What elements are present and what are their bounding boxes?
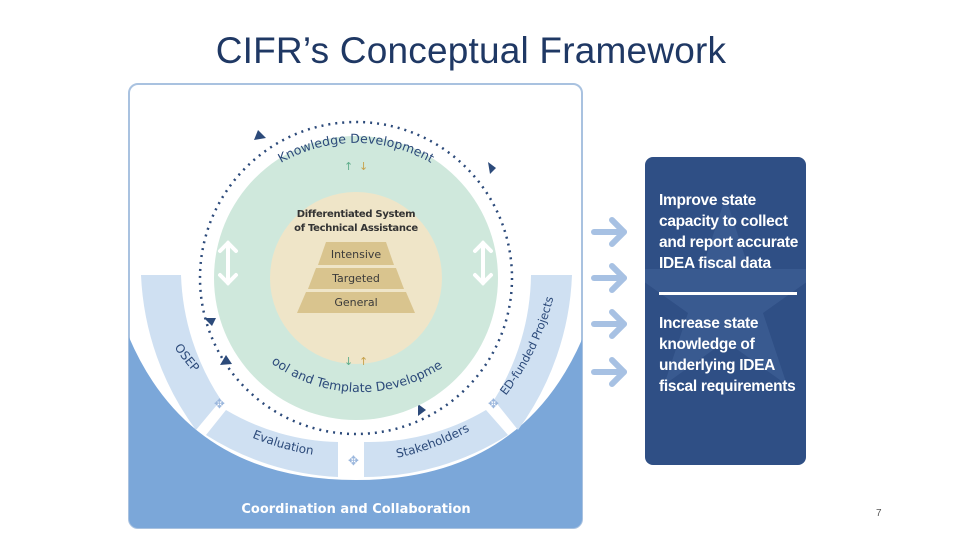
cycle-dotted-ring bbox=[198, 120, 514, 436]
band-segment-stakeholders bbox=[364, 410, 508, 477]
cycle-arrow-icon-4 bbox=[220, 355, 232, 365]
cycle-arrow-icon-2 bbox=[488, 162, 496, 174]
flow-arrow-icon-1 bbox=[591, 217, 627, 247]
tier-general-label: General bbox=[334, 296, 377, 309]
flow-arrow-icon-4 bbox=[591, 357, 627, 387]
tier-intensive bbox=[318, 242, 394, 265]
cycle-arrow-icon-1 bbox=[254, 130, 266, 140]
page-number: 7 bbox=[876, 508, 882, 519]
tier-targeted bbox=[308, 268, 404, 289]
goal-increase-knowledge: Increase state knowledge of underlying I… bbox=[659, 315, 796, 395]
goals-panel: Improve state capacity to collect and re… bbox=[645, 157, 806, 465]
center-title-line2: of Technical Assistance bbox=[294, 223, 418, 234]
flow-arrow-icon-3 bbox=[591, 309, 627, 339]
side-arrow-icon-right bbox=[473, 240, 493, 286]
band-segment-evaluation bbox=[206, 410, 338, 477]
connector-icon-right: ✥ bbox=[488, 397, 499, 412]
star-watermark-icon bbox=[645, 197, 806, 385]
center-title-line1: Differentiated System bbox=[297, 209, 416, 220]
flow-arrows bbox=[591, 217, 627, 387]
band-segment-ed-funded bbox=[494, 275, 572, 430]
cycle-arrow-icon-5 bbox=[418, 404, 426, 416]
connector-icon-bottom: ✥ bbox=[348, 454, 359, 469]
flow-arrow-icon-2 bbox=[591, 263, 627, 293]
connector-icon-left: ✥ bbox=[214, 397, 225, 412]
arrow-down-icon-top: ↓ bbox=[359, 160, 368, 173]
goal-divider bbox=[659, 292, 797, 295]
arrow-up-icon-top: ↑ bbox=[344, 160, 353, 173]
band-segment-osep bbox=[141, 275, 221, 430]
framework-diagram: ✥ ✥ ✥ Knowledge Development Tool and Tem… bbox=[126, 80, 586, 532]
tier-targeted-label: Targeted bbox=[331, 272, 380, 285]
goal-improve-capacity: Improve state capacity to collect and re… bbox=[659, 192, 799, 272]
coordination-collaboration-label: Coordination and Collaboration bbox=[241, 502, 470, 517]
framework-graphic: ✥ ✥ ✥ Knowledge Development Tool and Tem… bbox=[126, 80, 583, 529]
side-arrow-icon-left bbox=[218, 240, 238, 286]
arrow-up-icon-bottom: ↑ bbox=[359, 355, 368, 368]
slide-title: CIFR’s Conceptual Framework bbox=[215, 30, 727, 71]
cycle-arrow-icon-3 bbox=[204, 318, 216, 326]
tier-intensive-label: Intensive bbox=[331, 248, 382, 261]
arrow-down-icon-bottom: ↓ bbox=[344, 355, 353, 368]
tier-general bbox=[297, 292, 415, 313]
collaboration-background bbox=[129, 330, 582, 528]
